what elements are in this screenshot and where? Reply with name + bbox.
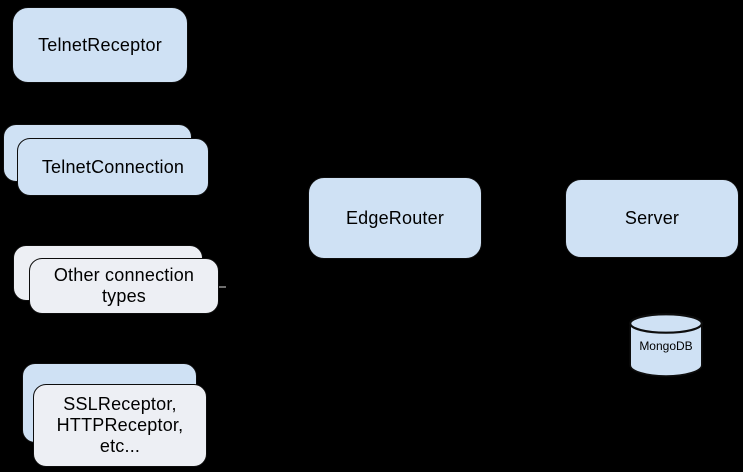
node-ssl-receptor: SSLReceptor, HTTPReceptor, etc... — [33, 384, 207, 467]
connector-stub-gray — [219, 286, 226, 288]
node-ssl-receptor-label: SSLReceptor, HTTPReceptor, etc... — [56, 394, 184, 456]
node-telnet-connection-label: TelnetConnection — [41, 156, 185, 177]
node-edge-router-label: EdgeRouter — [345, 207, 445, 228]
database-cylinder-icon — [629, 313, 703, 377]
node-server-label: Server — [624, 208, 680, 228]
node-telnet-receptor: TelnetReceptor — [12, 7, 188, 83]
node-server: Server — [565, 179, 739, 258]
node-other-connection-types-label: Other connection types — [53, 265, 195, 306]
node-other-connection-types: Other connection types — [29, 258, 219, 314]
node-edge-router: EdgeRouter — [308, 177, 482, 259]
node-telnet-receptor-label: TelnetReceptor — [38, 34, 162, 55]
node-telnet-connection: TelnetConnection — [17, 138, 209, 196]
node-mongodb-label: MongoDB — [639, 339, 693, 353]
node-mongodb: MongoDB — [629, 313, 703, 377]
